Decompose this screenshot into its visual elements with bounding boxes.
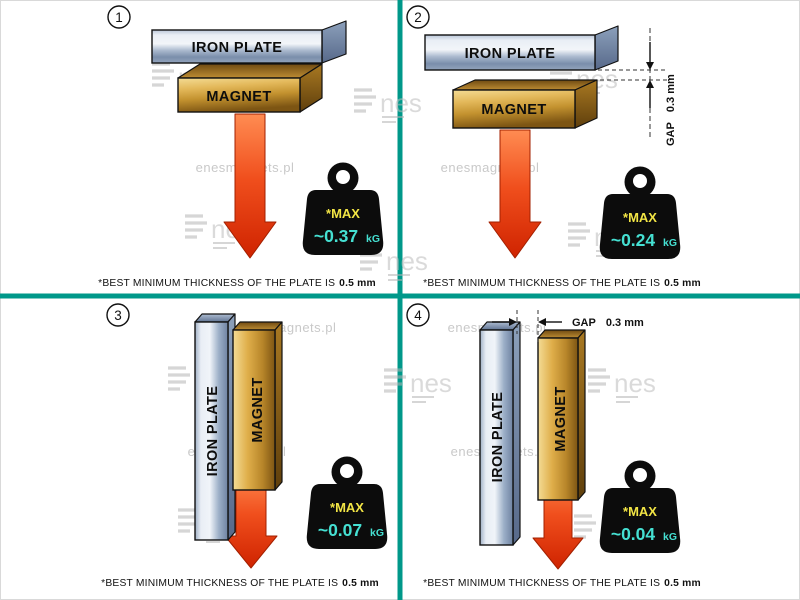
panel-number: 1 [107, 5, 131, 29]
panel-2: enesmagnets.pl 2 IRON PLATE GAP0.3 mm [406, 5, 701, 289]
iron-plate: IRON PLATE [479, 321, 521, 546]
magnet-label: MAGNET [481, 102, 546, 118]
panel-number: 2 [406, 5, 430, 29]
magnet: MAGNET [232, 321, 283, 491]
gap-label: GAP0.3 mm [665, 74, 677, 146]
max-label: *MAX [330, 500, 364, 515]
enes-logo-watermark [586, 366, 658, 404]
svg-text:4: 4 [414, 308, 422, 323]
iron-plate: IRON PLATE [424, 25, 619, 71]
max-unit: kG [663, 237, 677, 249]
magnet: MAGNET [177, 63, 323, 113]
max-label: *MAX [326, 206, 360, 221]
pull-arrow [223, 113, 277, 259]
max-label: *MAX [623, 504, 657, 519]
max-value: ~0.37 [314, 226, 358, 246]
iron-plate-label: IRON PLATE [192, 40, 283, 56]
divider-horizontal [0, 293, 800, 299]
max-value: ~0.07 [318, 520, 362, 540]
max-label: *MAX [623, 210, 657, 225]
magnet: MAGNET [452, 79, 598, 129]
weight-kettlebell: *MAX ~0.24 kG [599, 166, 681, 259]
magnet-label: MAGNET [250, 377, 266, 442]
max-value: ~0.24 [611, 230, 656, 250]
svg-text:3: 3 [114, 308, 122, 323]
pull-arrow [488, 129, 542, 259]
panel-number: 3 [106, 303, 130, 327]
panel-4: enesmagnets.pl enesmagnets.pl 4 IRON PLA… [382, 303, 701, 589]
weight-kettlebell: *MAX ~0.37 kG [302, 162, 384, 255]
svg-text:2: 2 [414, 10, 422, 25]
panel-3: enesmagnets.pl enesmagnets.pl 3 IRON PLA… [101, 303, 388, 589]
iron-plate-label: IRON PLATE [205, 386, 221, 477]
iron-plate-label: IRON PLATE [465, 46, 556, 62]
max-value: ~0.04 [611, 524, 656, 544]
gap-dimension: GAP0.3 mm [598, 28, 677, 146]
panel-1: enesmagnets.pl 1 IRON PLATE MAGNET *MAX … [98, 5, 430, 289]
magnet-label: MAGNET [553, 386, 569, 451]
weight-kettlebell: *MAX ~0.07 kG [306, 456, 388, 549]
iron-plate: IRON PLATE [151, 20, 347, 64]
weight-kettlebell: *MAX ~0.04 kG [599, 460, 681, 553]
iron-plate-label: IRON PLATE [490, 392, 506, 483]
magnet-label: MAGNET [206, 89, 271, 105]
enes-logo-watermark [352, 86, 424, 124]
enes-logo-watermark [382, 366, 454, 404]
iron-plate: IRON PLATE [194, 313, 236, 541]
max-unit: kG [663, 531, 677, 543]
magnet: MAGNET [537, 329, 586, 501]
divider-vertical [397, 0, 403, 600]
max-unit: kG [366, 233, 380, 245]
svg-text:1: 1 [115, 10, 123, 25]
panel-number: 4 [406, 303, 430, 327]
max-unit: kG [370, 527, 384, 539]
